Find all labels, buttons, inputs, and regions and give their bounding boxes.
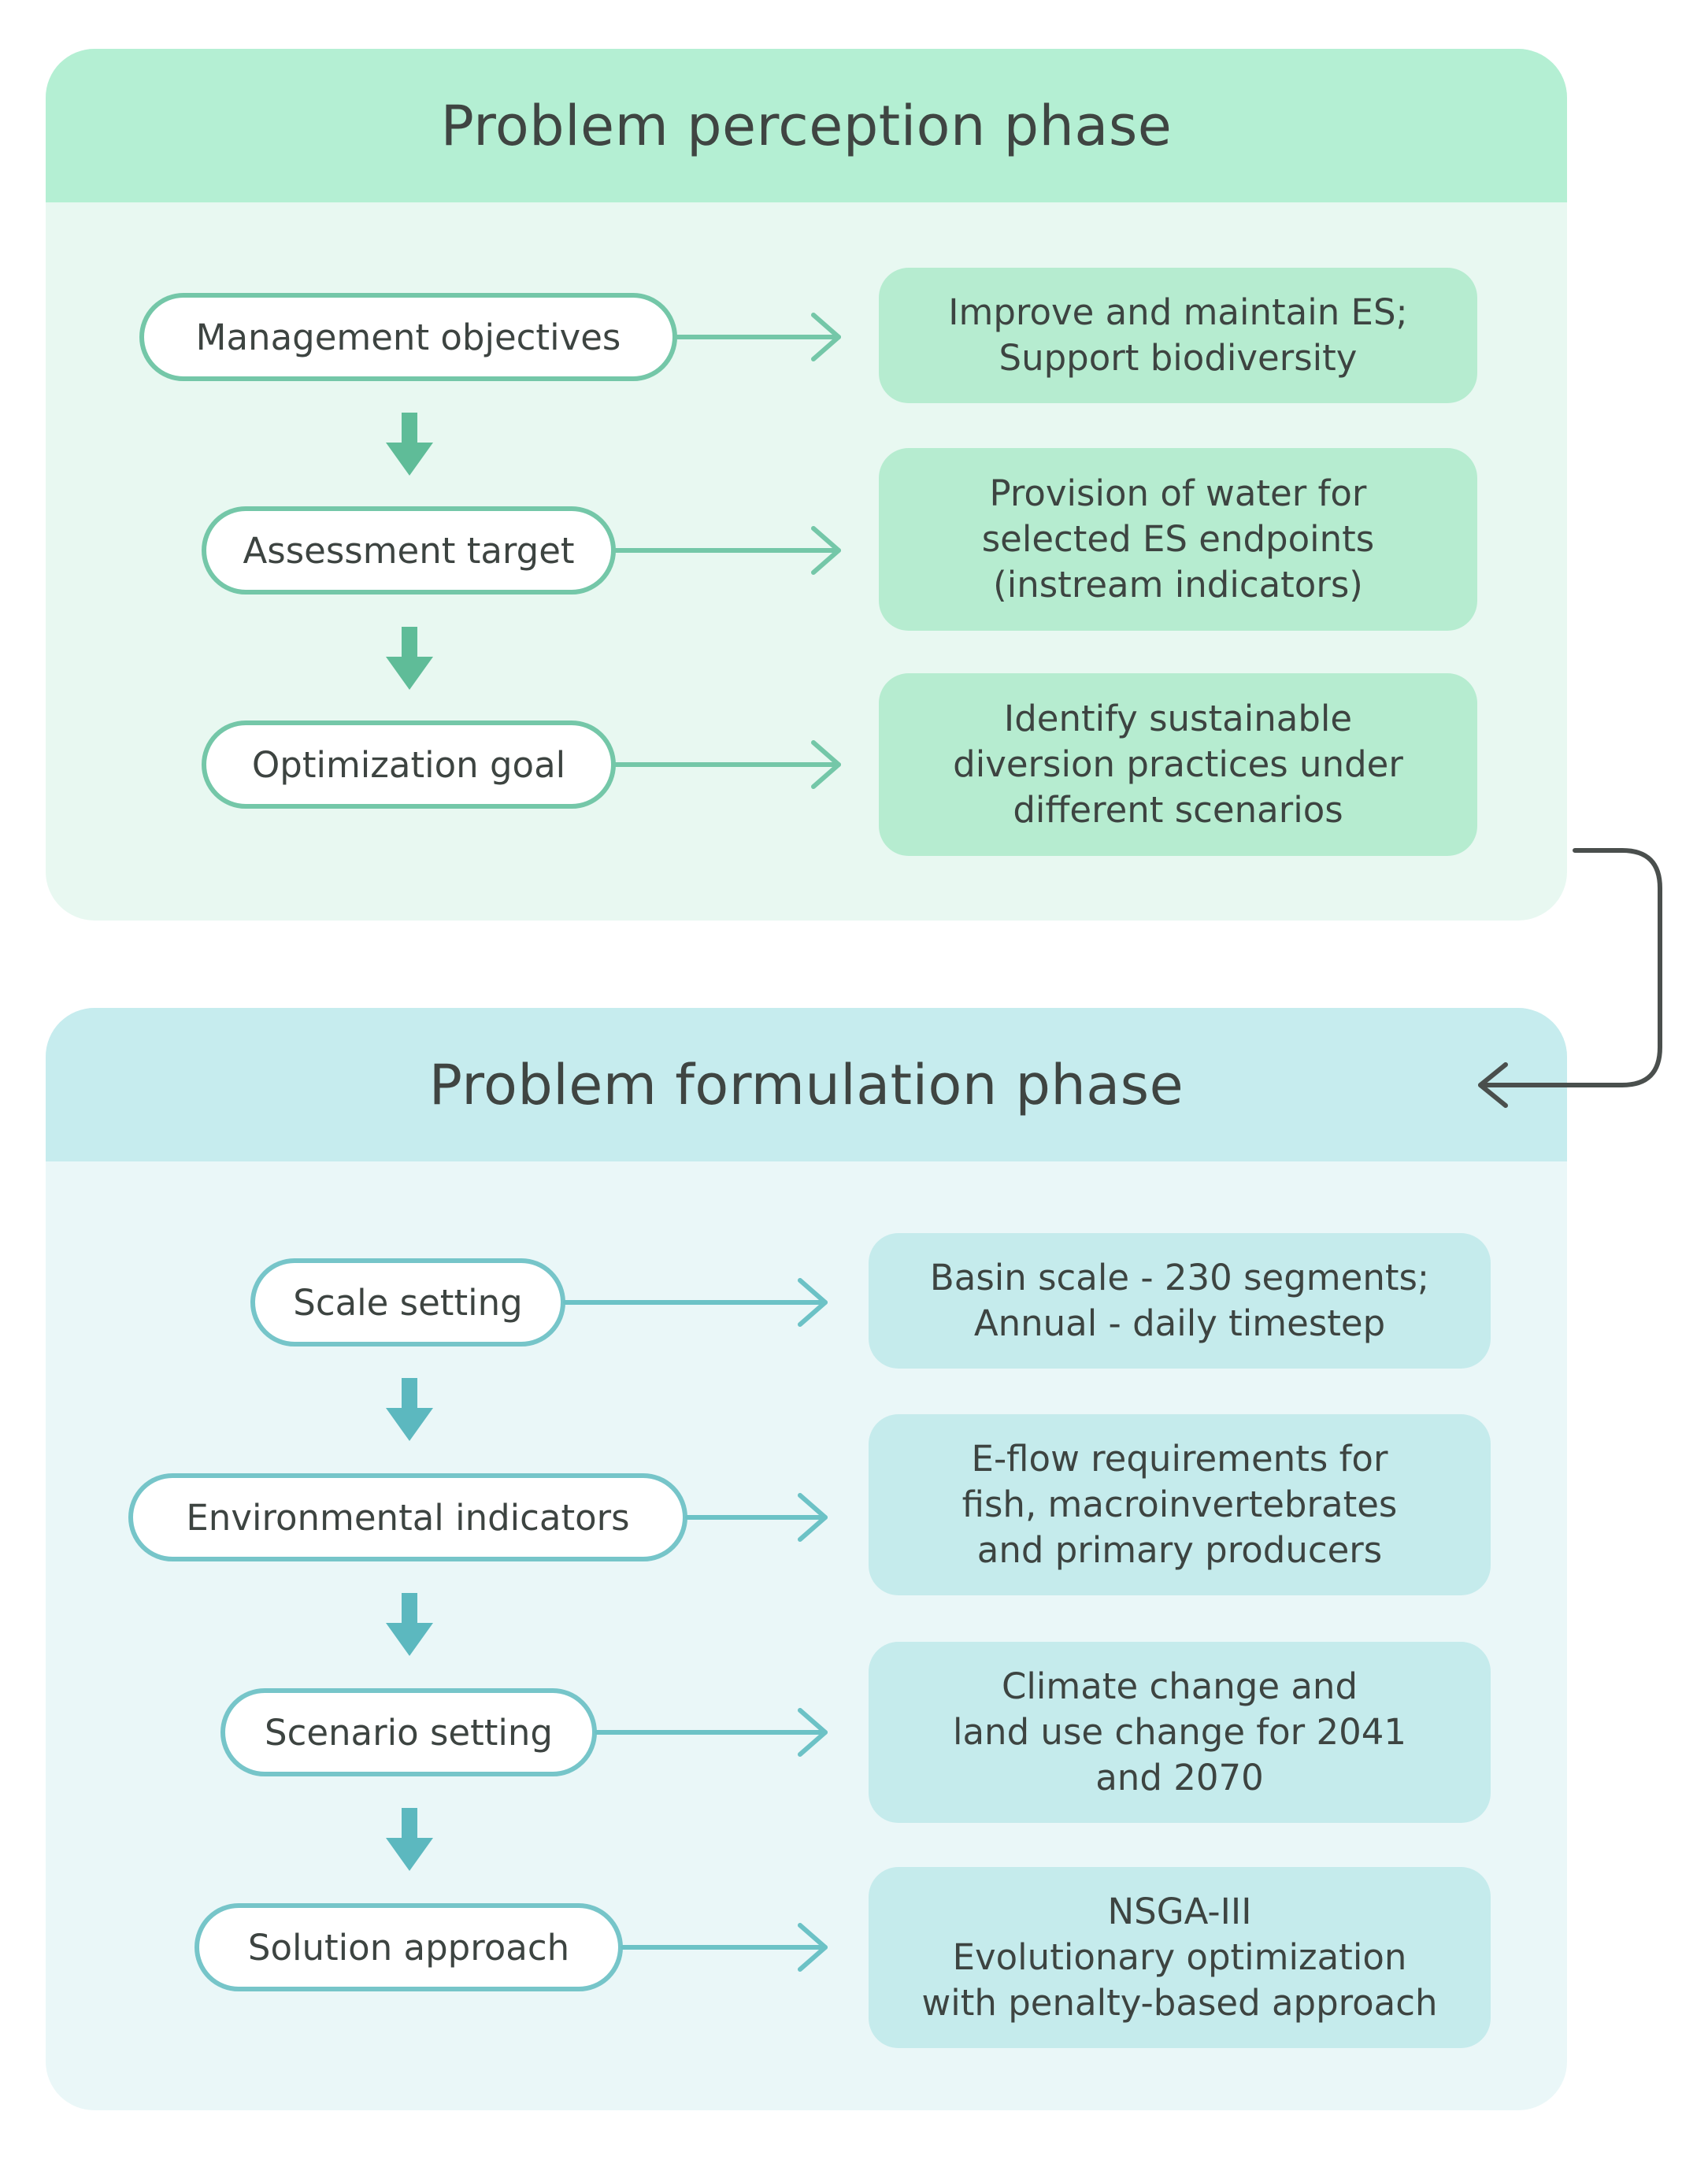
detail-line: Identify sustainable [1003, 698, 1353, 739]
management-objectives-detail: Improve and maintain ES; Support biodive… [879, 268, 1477, 403]
right-arrow-icon [685, 1493, 828, 1542]
phase-title: Problem perception phase [46, 49, 1567, 202]
detail-line: NSGA-III [1107, 1891, 1252, 1932]
environmental-indicators-step: Environmental indicators [128, 1473, 687, 1561]
detail-line: Climate change and [1001, 1665, 1358, 1707]
detail-line: Evolutionary optimization [952, 1936, 1407, 1978]
detail-line: fish, macroinvertebrates [961, 1484, 1398, 1525]
right-arrow-icon [613, 526, 841, 575]
optimization-goal-step: Optimization goal [202, 720, 616, 809]
detail-line: Annual - daily timestep [973, 1302, 1386, 1344]
scale-setting-step: Scale setting [250, 1258, 565, 1347]
down-arrow-icon [386, 1593, 433, 1656]
solution-approach-detail: NSGA-III Evolutionary optimization with … [869, 1867, 1491, 2048]
phase-title: Problem formulation phase [46, 1008, 1567, 1161]
down-arrow-icon [386, 1808, 433, 1871]
right-arrow-icon [621, 1923, 828, 1972]
right-arrow-icon [563, 1278, 828, 1327]
detail-line: Basin scale - 230 segments; [929, 1257, 1430, 1298]
detail-line: diversion practices under [953, 743, 1403, 785]
detail-line: and primary producers [976, 1529, 1383, 1571]
right-arrow-icon [595, 1708, 828, 1757]
assessment-target-detail: Provision of water for selected ES endpo… [879, 448, 1477, 631]
detail-line: E-flow requirements for [971, 1438, 1388, 1480]
phase-connector-arrow-icon [1478, 848, 1662, 1108]
scenario-setting-detail: Climate change and land use change for 2… [869, 1642, 1491, 1823]
detail-line: with penalty-based approach [921, 1982, 1438, 2024]
down-arrow-icon [386, 413, 433, 476]
detail-line: different scenarios [1013, 789, 1343, 831]
detail-line: selected ES endpoints [981, 518, 1375, 560]
down-arrow-icon [386, 627, 433, 690]
detail-line: and 2070 [1095, 1757, 1264, 1798]
right-arrow-icon [675, 313, 841, 361]
detail-line: land use change for 2041 [952, 1711, 1407, 1753]
scenario-setting-step: Scenario setting [220, 1688, 597, 1776]
assessment-target-step: Assessment target [202, 506, 616, 595]
scale-setting-detail: Basin scale - 230 segments; Annual - dai… [869, 1233, 1491, 1369]
detail-line: (instream indicators) [993, 564, 1363, 606]
environmental-indicators-detail: E-flow requirements for fish, macroinver… [869, 1414, 1491, 1595]
optimization-goal-detail: Identify sustainable diversion practices… [879, 673, 1477, 856]
solution-approach-step: Solution approach [195, 1903, 623, 1991]
detail-line: Improve and maintain ES; [948, 291, 1408, 333]
detail-line: Support biodiversity [998, 337, 1358, 379]
right-arrow-icon [613, 740, 841, 789]
down-arrow-icon [386, 1378, 433, 1441]
detail-line: Provision of water for [989, 472, 1367, 514]
